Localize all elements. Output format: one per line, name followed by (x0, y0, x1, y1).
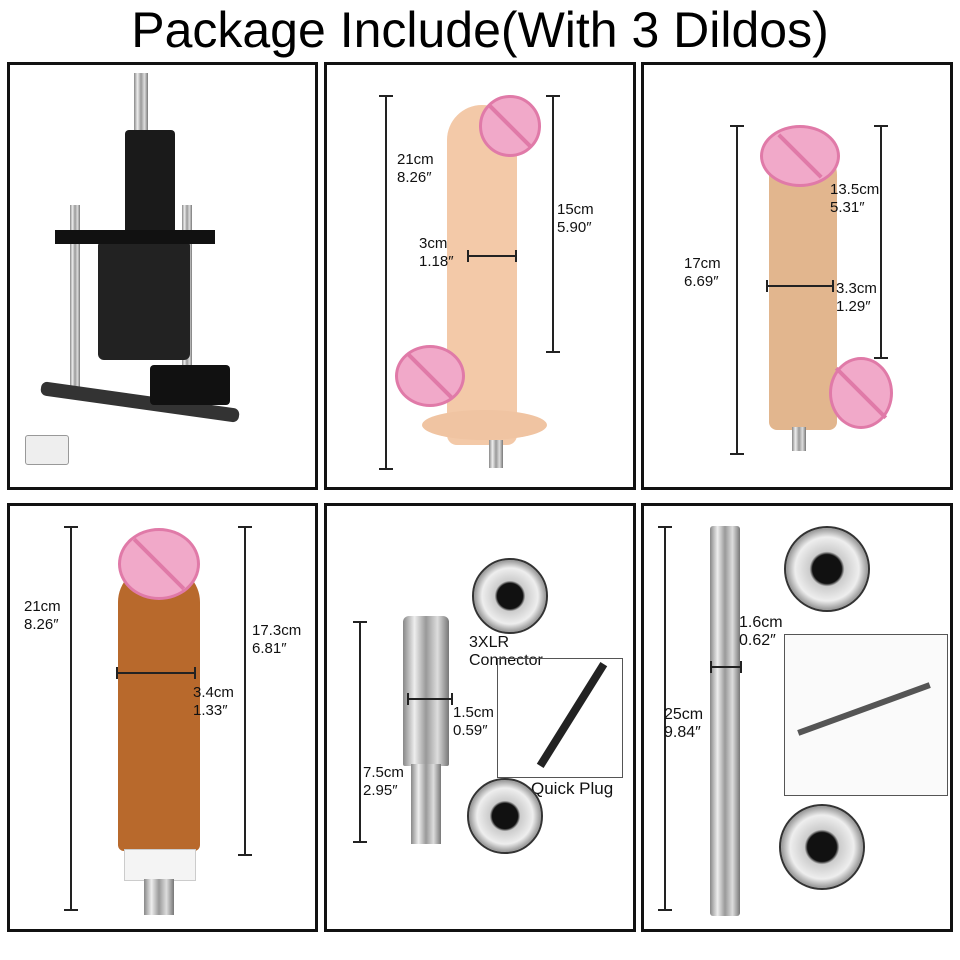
white-base (124, 849, 196, 881)
length-measure (64, 526, 78, 911)
suction-base (422, 410, 547, 440)
length-measure (353, 621, 367, 843)
length-measure (379, 95, 393, 470)
diameter-measure (766, 280, 834, 292)
connector-stub (144, 879, 174, 915)
censor-mark (479, 95, 541, 157)
quick-plug-inset (497, 658, 623, 778)
rod-end-closeup (784, 526, 870, 612)
xlr-closeup (472, 558, 548, 634)
panel-machine (7, 62, 318, 490)
plug-closeup (467, 778, 543, 854)
quick-plug (411, 764, 441, 844)
insertable-measure (546, 95, 560, 353)
length-measure (658, 526, 672, 911)
rod-inset (784, 634, 948, 796)
connector-stub (792, 427, 806, 451)
product-shape (118, 566, 200, 851)
plug-closeup (779, 804, 865, 890)
product-shape (769, 145, 837, 430)
connector-stub (489, 440, 503, 468)
diameter-measure (116, 667, 196, 679)
censor-mark (760, 125, 840, 187)
length-measure (730, 125, 744, 455)
page-title: Package Include(With 3 Dildos) (131, 2, 829, 58)
left-post (70, 205, 80, 395)
insertable-measure (874, 125, 888, 359)
diameter-measure (407, 693, 453, 705)
censor-mark (829, 357, 893, 429)
crossbar (55, 230, 215, 244)
diameter-measure (467, 250, 517, 262)
quick-plug-label: Quick Plug (531, 779, 614, 798)
diameter-measure (710, 661, 742, 673)
extension-rod (710, 526, 740, 916)
xlr-connector (403, 616, 449, 766)
insertable-measure (238, 526, 252, 856)
censor-mark (118, 528, 200, 600)
top-rod (134, 73, 148, 133)
remote (25, 435, 69, 465)
power-adapter (150, 365, 230, 405)
censor-mark (395, 345, 465, 407)
motor-box (98, 240, 190, 360)
